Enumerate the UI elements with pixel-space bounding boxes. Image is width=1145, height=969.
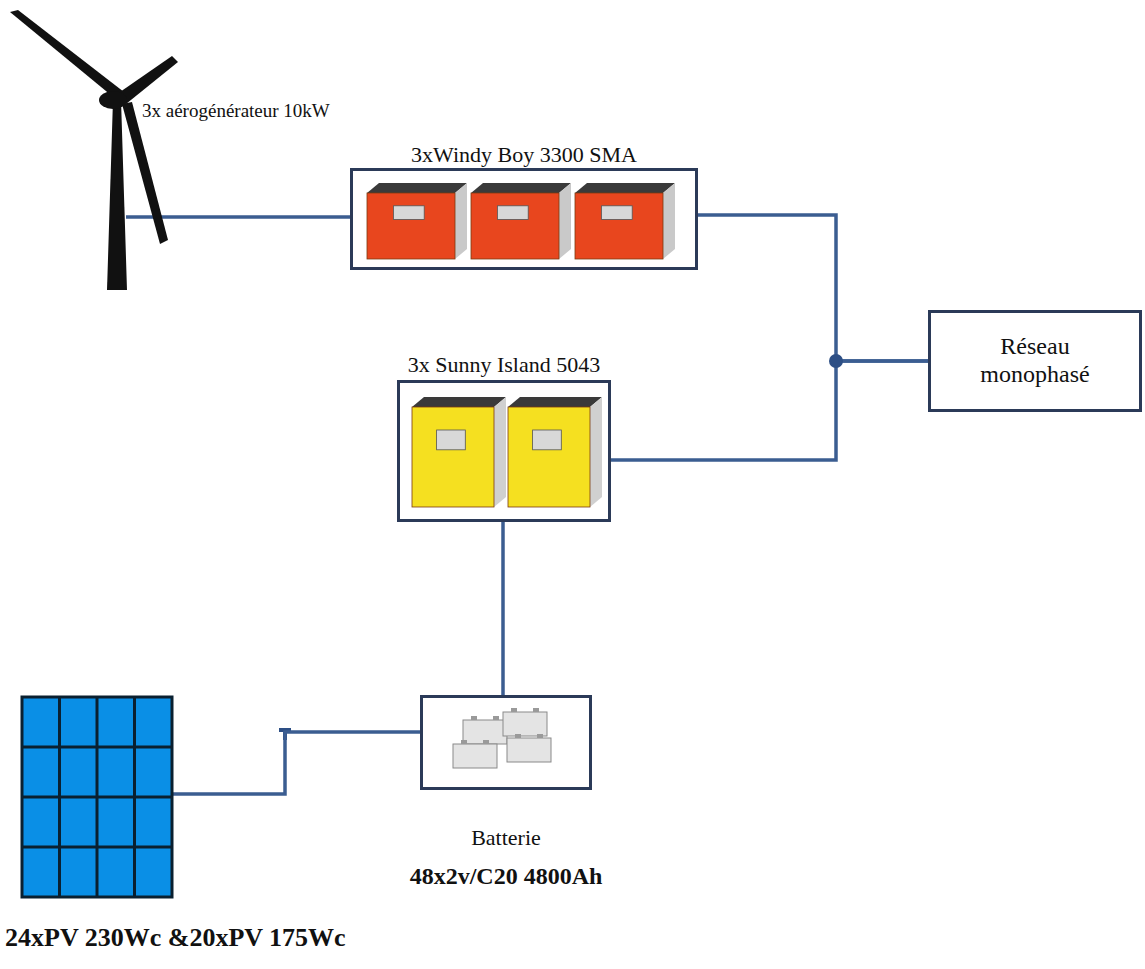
node-label: 3x Sunny Island 5043 <box>408 352 601 377</box>
connector-line <box>698 215 928 361</box>
inverter-box: 3x Sunny Island 5043 <box>397 380 611 522</box>
wb-art <box>353 171 695 267</box>
node-label: Batterie <box>471 825 541 850</box>
pv-panel: 24xPV 230Wc &20xPV 175Wc <box>22 697 172 897</box>
connector-line <box>611 361 928 460</box>
node-label: 3x aérogénérateur 10kW <box>140 100 332 122</box>
inverter-box: 3xWindy Boy 3300 SMA <box>350 168 698 270</box>
turbine-art <box>0 0 132 290</box>
si-art <box>400 383 608 519</box>
node-sublabel: 48x2v/C20 4800Ah <box>410 863 603 891</box>
node-label: Réseau monophasé <box>970 333 1100 388</box>
grid-box: Réseau monophasé <box>928 310 1142 412</box>
node-label: 24xPV 230Wc &20xPV 175Wc <box>5 923 346 953</box>
pv-art <box>22 697 172 897</box>
bat-art <box>423 698 589 787</box>
battery-box: Batterie48x2v/C20 4800Ah <box>420 695 592 790</box>
connector-line <box>172 732 420 794</box>
wind-turbine: 3x aérogénérateur 10kW <box>0 0 132 290</box>
connector-line <box>501 522 505 695</box>
junction-dot <box>829 354 843 368</box>
node-label: 3xWindy Boy 3300 SMA <box>411 142 637 167</box>
